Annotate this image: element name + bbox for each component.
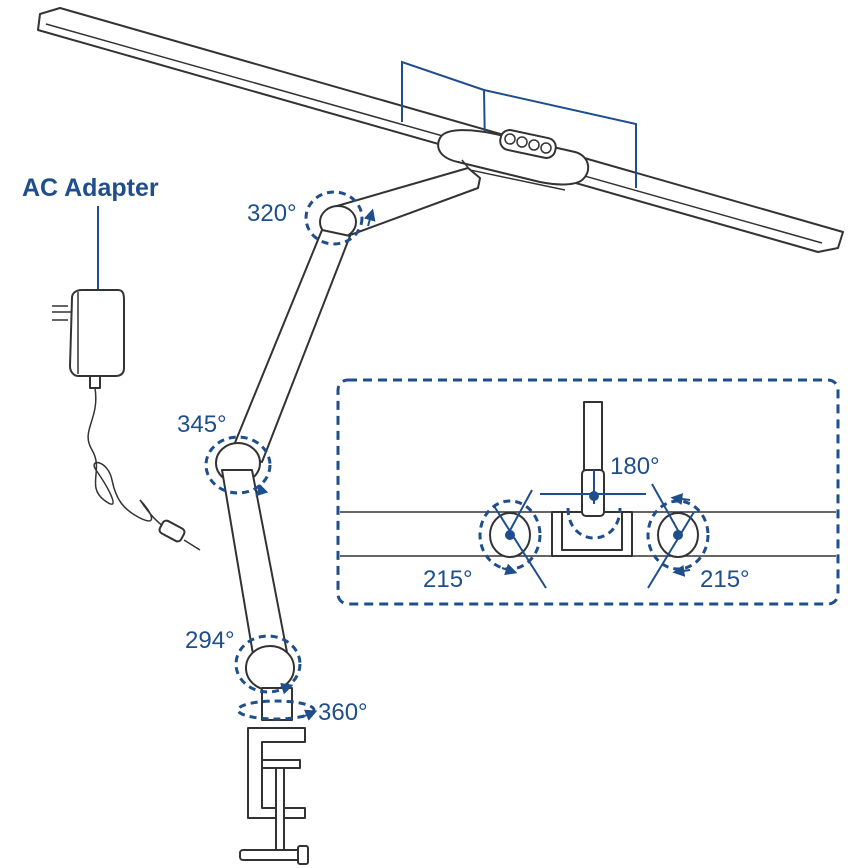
bar-dimension-lines (401, 60, 637, 188)
rotation-indicator-top (304, 190, 376, 246)
angle-label-head-right: 215° (700, 566, 750, 593)
power-icon[interactable] (504, 133, 516, 145)
rotation-indicator-base (236, 699, 318, 721)
desk-clamp (239, 727, 309, 865)
lower-joint (245, 645, 295, 691)
angle-label-head-tilt: 180° (610, 453, 660, 480)
head-detail-inset (336, 378, 840, 606)
upper-arm (319, 167, 481, 239)
dimmer-down-icon[interactable] (528, 139, 540, 151)
angle-label-lower: 294° (185, 627, 235, 654)
angle-label-base: 360° (318, 699, 368, 726)
rotation-indicator-head-tilt (540, 470, 646, 540)
light-bar (37, 7, 844, 253)
angle-label-head-left: 215° (423, 566, 473, 593)
rotation-indicator-head-right (646, 483, 710, 589)
control-panel (499, 129, 557, 159)
rotation-indicator-head-left (478, 489, 547, 589)
mode-icon[interactable] (516, 136, 528, 148)
rotation-indicator-lower (234, 634, 302, 695)
angle-label-top: 320° (247, 200, 297, 227)
rotation-indicator-elbow (204, 435, 272, 497)
ac-adapter (52, 289, 201, 551)
dimmer-up-icon[interactable] (540, 142, 552, 154)
adapter-label: AC Adapter (22, 174, 159, 202)
angle-label-elbow: 345° (177, 411, 227, 438)
middle-arm (231, 229, 351, 463)
